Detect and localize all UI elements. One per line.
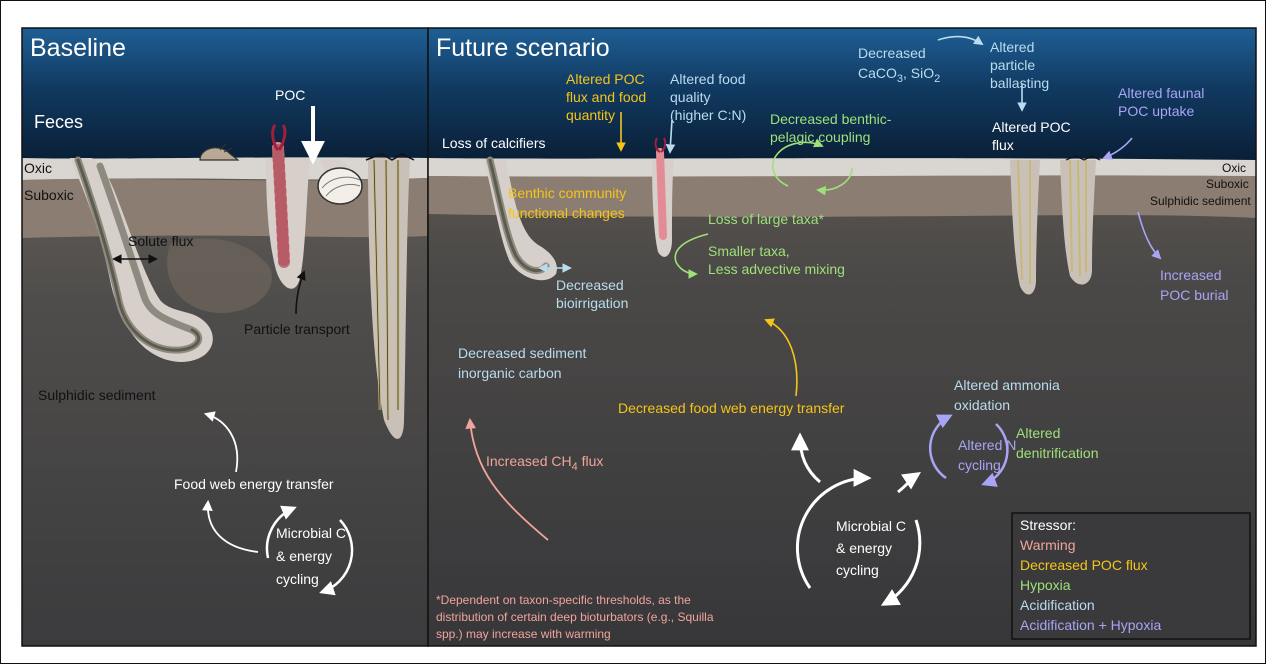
microbial-up-arrow [791,432,821,484]
food-quality-label-2: quality [670,89,710,105]
community-label-1: Benthic community [508,185,626,201]
n-cycling-label-1: Altered N [958,437,1016,453]
poc-label: POC [275,87,305,103]
food-web-arrow [764,318,798,397]
faunal-label-1: Altered faunal [1118,85,1204,101]
microbial-label-1: Microbial C [276,525,346,541]
smaller-taxa-label-1: Smaller taxa, [708,243,790,259]
caco3-label-2: CaCO3, SiO2 [858,65,940,85]
future-sulphidic-label: Sulphidic sediment [1150,194,1251,208]
future-oxic-label: Oxic [1222,161,1246,175]
ballasting-label-1: Altered [990,39,1034,55]
large-taxa-label: Loss of large taxa* [708,211,825,227]
microbial-cycle-arrow-3 [795,468,872,589]
microbial-label-3: cycling [276,571,319,587]
burial-label-1: Increased [1160,267,1221,283]
coupling-label-1: Decreased benthic- [770,111,892,127]
n-cycling-label-2: cycling [958,457,1001,473]
clam [317,160,363,205]
burial-arrow [1137,211,1162,260]
food-quality-label-3: (higher C:N) [670,107,746,123]
worm [271,124,290,268]
future-microbial-label-2: & energy [836,540,892,556]
particle-transport-arrow [295,270,306,315]
microbial-cycle-arrow-4 [880,519,922,606]
faunal-uptake-arrow [1102,137,1133,160]
ch4-arrow [465,417,549,541]
stressor-legend: Stressor: Warming Decreased POC flux Hyp… [1011,512,1251,640]
food-quality-arrow [665,119,676,154]
microbial-cycle-arrow-1 [265,505,297,559]
inorganic-carbon-label-1: Decreased sediment [458,345,587,361]
microbial-label-2: & energy [276,548,332,564]
altered-poc-label-1: Altered POC [566,71,645,87]
ballasting-label-2: particle [990,57,1035,73]
large-taxa-arrow [674,233,709,279]
legend-item-acidification: Acidification [1020,597,1095,613]
footnote-line-3: spp.) may increase with warming [436,627,611,641]
future-suboxic-label: Suboxic [1206,177,1249,191]
feces-label: Feces [34,112,83,132]
food-web-up-arrow [203,411,239,473]
footnote-line-2: distribution of certain deep bioturbator… [436,610,714,624]
sulphidic-sediment-label: Sulphidic sediment [38,387,156,403]
inorganic-carbon-label-2: inorganic carbon [458,365,562,381]
faunal-label-2: POC uptake [1118,103,1194,119]
legend-item-acid-hypoxia: Acidification + Hypoxia [1020,617,1161,633]
bioirrigation-label-2: bioirrigation [556,295,628,311]
community-label-2: functional changes [508,205,625,221]
oxic-label: Oxic [24,160,52,176]
baseline-panel: Baseline Feces POC Oxic Suboxic Solute f… [21,27,429,647]
legend-title: Stressor: [1020,517,1076,533]
altered-poc-label-3: quantity [566,107,615,123]
future-panel: Future scenario Altered POC flux and foo… [427,27,1257,647]
particle-transport-label: Particle transport [244,321,350,337]
smaller-taxa-label-2: Less advective mixing [708,261,845,277]
legend-item-poc-flux: Decreased POC flux [1020,557,1148,573]
coupling-arrow-2 [816,167,853,196]
microbial-cycle-arrow-2 [319,519,354,596]
baseline-title: Baseline [30,34,126,62]
solute-flux-label: Solute flux [128,233,193,249]
coupling-arrow-1 [772,138,824,187]
ammonia-label-1: Altered ammonia [954,377,1060,393]
n-cycle-arrow-2 [981,423,1009,487]
bioirrigation-label-1: Decreased [556,277,624,293]
ch4-label: Increased CH4 flux [486,453,603,473]
coupling-label-2: pelagic coupling [770,129,870,145]
food-web-in-arrow [202,499,259,553]
altered-poc-flux-label-1: Altered POC [992,119,1071,135]
denitrification-label-1: Altered [1016,425,1060,441]
microbial-to-n-arrow [897,472,921,494]
ammonia-label-2: oxidation [954,397,1010,413]
caco3-label-1: Decreased [858,45,926,61]
legend-item-warming: Warming [1020,537,1076,553]
burial-label-2: POC burial [1160,287,1228,303]
altered-poc-label-2: flux and food [566,89,646,105]
footnote-line-1: *Dependent on taxon-specific thresholds,… [436,593,691,607]
future-microbial-label-1: Microbial C [836,518,906,534]
ballasting-label-3: ballasting [990,75,1049,91]
food-quality-label-1: Altered food [670,71,746,87]
caco3-arrow [937,35,984,46]
denitrification-label-2: denitrification [1016,445,1099,461]
future-microbial-label-3: cycling [836,562,879,578]
legend-item-hypoxia: Hypoxia [1020,577,1071,593]
loss-calcifiers-label: Loss of calcifiers [442,135,545,151]
future-title: Future scenario [436,34,610,62]
snail [199,143,240,161]
suboxic-label: Suboxic [24,187,74,203]
food-web-label: Food web energy transfer [174,476,334,492]
altered-poc-flux-label-2: flux [992,137,1014,153]
n-cycle-arrow-1 [928,414,953,480]
food-web-transfer-label: Decreased food web energy transfer [618,400,845,416]
